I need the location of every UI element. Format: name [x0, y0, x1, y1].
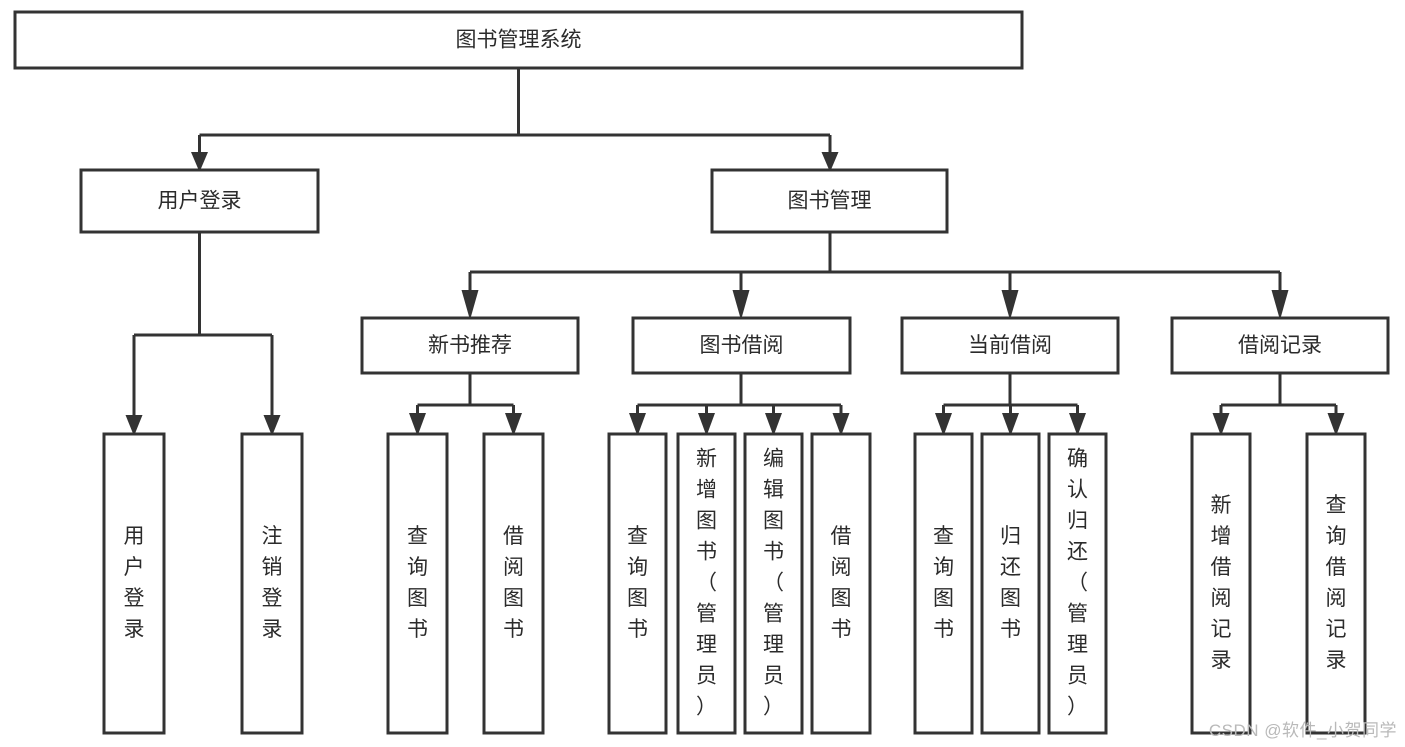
- node-level2-0[interactable]: 用户登录: [79, 168, 320, 234]
- arrow-head-new-book-rec: [461, 290, 479, 320]
- arrow-head-cb-leaf2: [1002, 413, 1019, 436]
- node-leaf-11[interactable]: 新增借阅记录: [1190, 432, 1252, 735]
- node-box-新书推荐[interactable]: [360, 316, 580, 375]
- node-box-归还图书[interactable]: [980, 432, 1041, 735]
- node-leaf-5[interactable]: 新增图书（管理员）: [676, 432, 737, 735]
- arrow-head-leaf-user-login: [125, 415, 143, 436]
- node-leaf-2[interactable]: 查询图书: [386, 432, 449, 735]
- node-level3-1[interactable]: 图书借阅: [631, 316, 852, 375]
- arrow-head-nbr-leaf1: [409, 413, 426, 436]
- arrow-head-br-leaf2: [1327, 413, 1345, 436]
- arrow-head-bb-leaf2: [698, 413, 715, 436]
- node-level2-1[interactable]: 图书管理: [710, 168, 949, 234]
- node-leaf-1[interactable]: 注销登录: [240, 432, 304, 735]
- node-level3-0[interactable]: 新书推荐: [360, 316, 580, 375]
- node-root-0[interactable]: 图书管理系统: [13, 10, 1024, 70]
- node-box-图书借阅[interactable]: [631, 316, 852, 375]
- node-box-注销登录[interactable]: [240, 432, 304, 735]
- node-label: 图书借阅: [700, 334, 784, 357]
- node-box-确认归还管理员[interactable]: [1047, 432, 1108, 735]
- node-box-借阅图书[interactable]: [810, 432, 872, 735]
- node-leaf-10[interactable]: 确认归还（管理员）: [1047, 432, 1108, 735]
- arrow-head-bb-leaf4: [832, 413, 850, 436]
- node-box-用户登录[interactable]: [79, 168, 320, 234]
- node-label: 借阅图书: [831, 525, 852, 641]
- arrow-head-cb-leaf1: [935, 413, 952, 436]
- node-label: 查询借阅记录: [1326, 494, 1347, 672]
- node-label: 查询图书: [933, 525, 954, 641]
- node-leaf-8[interactable]: 查询图书: [913, 432, 974, 735]
- node-leaf-3[interactable]: 借阅图书: [482, 432, 545, 735]
- arrow-head-bb-leaf3: [765, 413, 782, 436]
- node-label: 新书推荐: [428, 334, 512, 357]
- arrow-head-borrow-record: [1271, 290, 1289, 320]
- node-box-查询图书[interactable]: [386, 432, 449, 735]
- node-label: 查询图书: [407, 525, 428, 641]
- node-box-图书管理[interactable]: [710, 168, 949, 234]
- node-label: 借阅记录: [1238, 334, 1322, 357]
- node-level3-2[interactable]: 当前借阅: [900, 316, 1120, 375]
- node-box-新增图书管理员[interactable]: [676, 432, 737, 735]
- node-box-查询借阅记录[interactable]: [1305, 432, 1367, 735]
- arrow-head-bb-leaf1: [629, 413, 646, 436]
- node-box-查询图书[interactable]: [913, 432, 974, 735]
- node-box-编辑图书管理员[interactable]: [743, 432, 804, 735]
- node-box-借阅记录[interactable]: [1170, 316, 1390, 375]
- node-label: 用户登录: [158, 190, 242, 213]
- node-label: 编辑图书（管理员）: [763, 448, 784, 719]
- connector-lines: [125, 68, 1345, 436]
- arrow-head-br-leaf1: [1212, 413, 1230, 436]
- node-label: 用户登录: [124, 525, 145, 641]
- node-leaf-7[interactable]: 借阅图书: [810, 432, 872, 735]
- node-label: 确认归还（管理员）: [1067, 448, 1088, 719]
- arrow-head-leaf-logout: [263, 415, 281, 436]
- node-leaf-4[interactable]: 查询图书: [607, 432, 668, 735]
- node-label: 当前借阅: [968, 334, 1052, 357]
- arrow-head-current-borrow: [1001, 290, 1019, 320]
- node-leaf-12[interactable]: 查询借阅记录: [1305, 432, 1367, 735]
- node-box-用户登录[interactable]: [102, 432, 166, 735]
- node-label: 注销登录: [262, 525, 283, 641]
- node-label: 新增图书（管理员）: [696, 448, 717, 719]
- node-label: 借阅图书: [503, 525, 524, 641]
- node-level3-3[interactable]: 借阅记录: [1170, 316, 1390, 375]
- diagram-nodes: 图书管理系统用户登录图书管理新书推荐图书借阅当前借阅借阅记录用户登录注销登录查询…: [13, 10, 1390, 735]
- node-label: 新增借阅记录: [1211, 494, 1232, 672]
- node-label: 图书管理: [788, 190, 872, 213]
- node-label: 归还图书: [1000, 525, 1021, 641]
- node-box-查询图书[interactable]: [607, 432, 668, 735]
- node-leaf-9[interactable]: 归还图书: [980, 432, 1041, 735]
- node-label: 图书管理系统: [456, 29, 582, 52]
- arrow-head-nbr-leaf2: [505, 413, 522, 436]
- arrow-head-book-mgmt: [821, 152, 839, 172]
- arrow-head-book-borrow: [732, 290, 750, 320]
- node-label: 查询图书: [627, 525, 648, 641]
- node-box-新增借阅记录[interactable]: [1190, 432, 1252, 735]
- arrow-head-user-login: [191, 152, 208, 172]
- node-leaf-0[interactable]: 用户登录: [102, 432, 166, 735]
- arrow-head-cb-leaf3: [1069, 413, 1086, 436]
- node-box-图书管理系统[interactable]: [13, 10, 1024, 70]
- node-box-当前借阅[interactable]: [900, 316, 1120, 375]
- node-leaf-6[interactable]: 编辑图书（管理员）: [743, 432, 804, 735]
- node-box-借阅图书[interactable]: [482, 432, 545, 735]
